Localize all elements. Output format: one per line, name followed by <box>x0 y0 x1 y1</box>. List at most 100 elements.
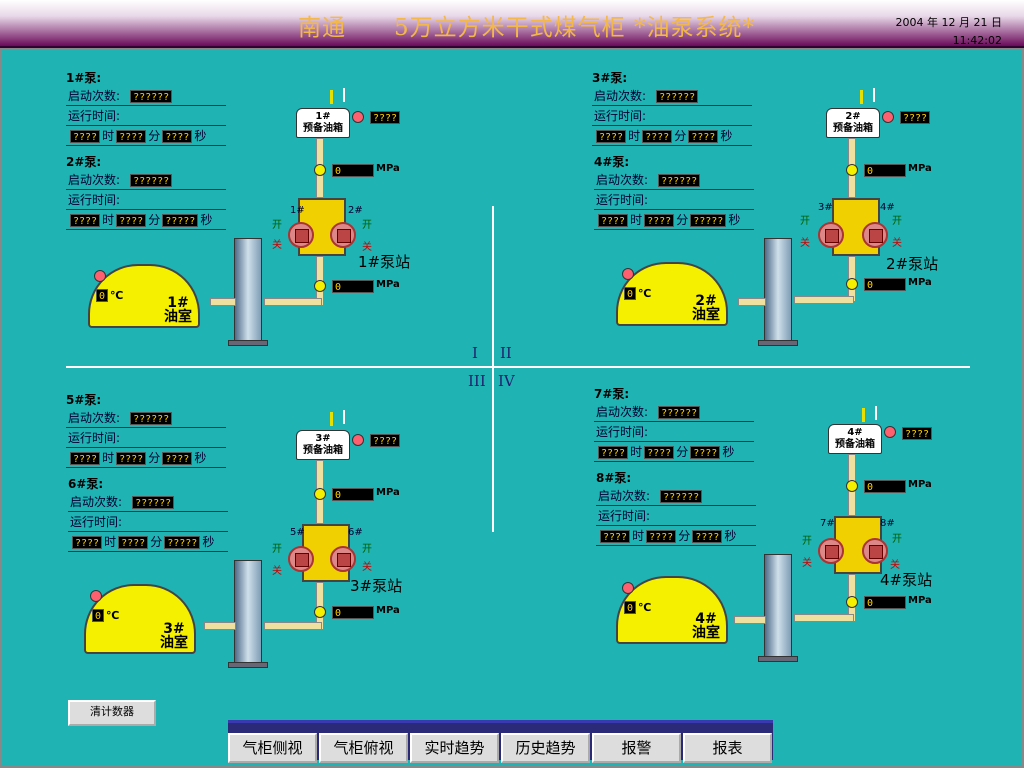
status-open: 开 <box>272 220 282 231</box>
oil-room-label: 3#油室 <box>160 622 188 650</box>
second-label: 秒 <box>720 129 733 143</box>
reserve-tank-number: 4# <box>847 427 863 438</box>
minute-label: 分 <box>676 445 689 459</box>
runtime-value-row: ????时????分?????秒 <box>594 210 754 230</box>
pressure-upper-value: 0 <box>332 488 374 501</box>
quadrant-label-2: II <box>500 344 512 362</box>
second-label: 秒 <box>722 445 735 459</box>
nav-realtime-trend[interactable]: 实时趋势 <box>410 733 499 763</box>
seconds-value: ???? <box>162 130 193 143</box>
nav-holder-side-view[interactable]: 气柜侧视 <box>228 733 317 763</box>
hours-value: ???? <box>70 214 101 227</box>
pump-name: 5#泵: <box>66 393 102 407</box>
runtime-label: 运行时间 <box>68 109 117 123</box>
start-count-label: 启动次数 <box>68 173 117 187</box>
pressure-upper-unit: MPa <box>908 479 932 490</box>
start-count-label: 启动次数 <box>598 489 647 503</box>
quadrant-label-1: I <box>472 344 478 362</box>
temperature-unit: ℃ <box>638 601 652 614</box>
temperature-value: 0 <box>624 287 637 300</box>
temperature-value: 0 <box>92 609 105 622</box>
temperature-readout: 0℃ <box>622 286 651 300</box>
pressure-lower-unit: MPa <box>908 595 932 606</box>
minutes-value: ???? <box>116 130 147 143</box>
minute-label: 分 <box>150 535 163 549</box>
pipe <box>794 296 854 304</box>
pump-motor-6[interactable] <box>330 546 356 572</box>
room-text: 油室 <box>692 307 720 323</box>
reserve-tank-number: 3# <box>315 433 331 444</box>
pump-name: 6#泵: <box>68 477 104 491</box>
pressure-upper-unit: MPa <box>376 487 400 498</box>
pressure-gauge-lower <box>846 278 858 290</box>
status-open: 开 <box>802 536 812 547</box>
start-count-row: 启动次数:?????? <box>594 402 754 422</box>
vent-pole <box>873 88 875 102</box>
minute-label: 分 <box>678 529 691 543</box>
pump-name: 4#泵: <box>594 155 630 169</box>
runtime-row: 运行时间: <box>66 428 226 448</box>
oil-tower-base <box>758 340 798 346</box>
quadrant-divider-vertical <box>492 206 494 532</box>
nav-holder-top-view[interactable]: 气柜俯视 <box>319 733 408 763</box>
nav-report[interactable]: 报表 <box>683 733 772 763</box>
start-count-row: 启动次数:?????? <box>66 408 226 428</box>
hours-value: ???? <box>72 536 103 549</box>
pump-motor-2[interactable] <box>330 222 356 248</box>
oil-room-3: 0℃ 3#油室 <box>84 584 196 654</box>
pump-motor-5[interactable] <box>288 546 314 572</box>
pressure-lower-value: 0 <box>332 280 374 293</box>
runtime-label: 运行时间 <box>70 515 119 529</box>
nav-alarm[interactable]: 报警 <box>592 733 681 763</box>
hour-label: 时 <box>632 529 645 543</box>
reserve-tank-label: 预备油箱 <box>835 439 875 450</box>
pressure-upper-value: 0 <box>332 164 374 177</box>
pump-motor-8[interactable] <box>862 538 888 564</box>
start-count-row: 启动次数:?????? <box>594 170 754 190</box>
oil-tower <box>234 238 262 342</box>
temperature-value: 0 <box>96 289 109 302</box>
hours-value: ???? <box>600 530 631 543</box>
pipe <box>738 298 766 306</box>
reset-counter-button[interactable]: 清计数器 <box>68 700 156 726</box>
start-count-value: ?????? <box>130 90 173 103</box>
minutes-value: ???? <box>644 446 675 459</box>
temperature-alarm-lamp <box>622 582 634 594</box>
minutes-value: ???? <box>116 214 147 227</box>
station-name: 3#泵站 <box>350 577 403 595</box>
status-closed: 关 <box>362 242 372 253</box>
reserve-tank-label: 预备油箱 <box>833 123 873 134</box>
reserve-level-value: ???? <box>370 111 401 124</box>
oil-tower <box>764 554 792 658</box>
reserve-alarm-lamp <box>352 111 364 123</box>
motor-tag: 4# <box>880 202 895 213</box>
pipe <box>734 616 766 624</box>
start-count-value: ?????? <box>658 174 701 187</box>
pressure-lower-unit: MPa <box>908 277 932 288</box>
hour-label: 时 <box>630 213 643 227</box>
status-open: 开 <box>362 544 372 555</box>
status-closed: 关 <box>272 240 282 251</box>
runtime-row: 运行时间: <box>66 106 226 126</box>
pump-name: 3#泵: <box>592 71 628 85</box>
vent-pole <box>343 88 345 102</box>
room-number: 4# <box>695 611 717 627</box>
pipe <box>264 622 322 630</box>
pump-motor-7[interactable] <box>818 538 844 564</box>
runtime-label: 运行时间 <box>596 193 645 207</box>
pump-motor-1[interactable] <box>288 222 314 248</box>
pump-panel-1: 1#泵: 启动次数:?????? 运行时间: ????时????分????秒 <box>66 70 226 146</box>
pump-panel-7: 7#泵: 启动次数:?????? 运行时间: ????时????分????秒 <box>594 386 754 462</box>
status-closed: 关 <box>802 558 812 569</box>
oil-tower-base <box>758 656 798 662</box>
pressure-upper-unit: MPa <box>908 163 932 174</box>
minutes-value: ???? <box>644 214 675 227</box>
hours-value: ???? <box>70 130 101 143</box>
pump-name: 2#泵: <box>66 155 102 169</box>
pump-motor-3[interactable] <box>818 222 844 248</box>
pump-motor-4[interactable] <box>862 222 888 248</box>
nav-history-trend[interactable]: 历史趋势 <box>501 733 590 763</box>
pressure-gauge-upper <box>846 164 858 176</box>
vent-pole <box>862 408 865 422</box>
motor-tag: 8# <box>880 518 895 529</box>
